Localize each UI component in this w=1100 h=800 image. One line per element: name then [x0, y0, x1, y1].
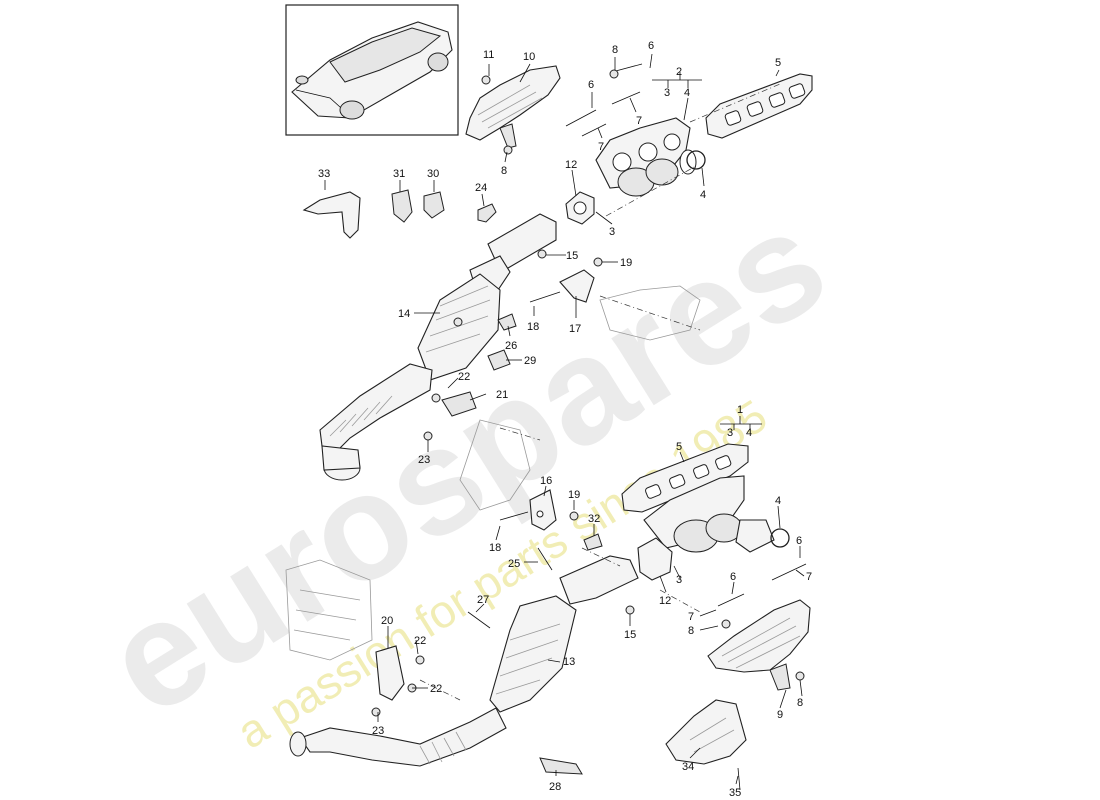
callout-33: 33: [318, 168, 330, 180]
heat-shield-upper: [465, 65, 561, 149]
callout-7: 7: [806, 571, 812, 583]
callout-32: 32: [588, 513, 600, 525]
callout-23: 23: [372, 725, 384, 737]
callout-20: 20: [381, 615, 393, 627]
callout-3: 3: [609, 226, 615, 238]
callout-4: 4: [700, 189, 706, 201]
manifold-gasket-lower: [621, 443, 749, 513]
callout-13: 13: [563, 656, 575, 668]
callout-3: 3: [664, 87, 670, 99]
callout-35: 35: [729, 787, 741, 799]
callout-7: 7: [688, 611, 694, 623]
callout-10: 10: [523, 51, 535, 63]
callout-30: 30: [427, 168, 439, 180]
callout-1: 1: [737, 404, 743, 416]
callout-19: 19: [568, 489, 580, 501]
dash-lines: [419, 83, 781, 701]
callout-6: 6: [730, 571, 736, 583]
callout-9: 9: [777, 709, 783, 721]
callout-6: 6: [648, 40, 654, 52]
callout-19: 19: [620, 257, 632, 269]
callout-27: 27: [477, 594, 489, 606]
callout-7: 7: [636, 115, 642, 127]
callout-15: 15: [566, 250, 578, 262]
small-brackets: [302, 189, 497, 239]
catalytic-converter-lower: [289, 555, 639, 767]
callout-21: 21: [496, 389, 508, 401]
callout-3: 3: [676, 574, 682, 586]
engine-outline-sketch: [285, 285, 701, 661]
callout-17: 17: [569, 323, 581, 335]
callout-6: 6: [796, 535, 802, 547]
callout-4: 4: [775, 495, 781, 507]
vehicle-thumbnail: [285, 4, 459, 136]
callout-5: 5: [775, 57, 781, 69]
callout-4: 4: [684, 87, 690, 99]
callout-2: 2: [676, 66, 682, 78]
underbody-cover: [539, 699, 747, 791]
callout-29: 29: [524, 355, 536, 367]
callout-14: 14: [398, 308, 410, 320]
callout-3: 3: [727, 427, 733, 439]
callout-31: 31: [393, 168, 405, 180]
callout-12: 12: [565, 159, 577, 171]
callout-5: 5: [676, 441, 682, 453]
manifold-gasket-upper: [705, 73, 813, 139]
callout-23: 23: [418, 454, 430, 466]
callout-8: 8: [501, 165, 507, 177]
callout-18: 18: [527, 321, 539, 333]
callout-15: 15: [624, 629, 636, 641]
callout-25: 25: [508, 558, 520, 570]
callout-16: 16: [540, 475, 552, 487]
manifold-studs-upper: [481, 63, 643, 155]
bracket-lower: [467, 489, 603, 629]
callout-6: 6: [588, 79, 594, 91]
bracket-upper: [423, 249, 603, 441]
callout-8: 8: [797, 697, 803, 709]
manifold-studs-lower: [717, 563, 807, 629]
callout-4: 4: [746, 427, 752, 439]
callout-11: 11: [483, 49, 494, 61]
callout-22: 22: [414, 635, 426, 647]
callout-22: 22: [430, 683, 442, 695]
callout-12: 12: [659, 595, 671, 607]
callout-22: 22: [458, 371, 470, 383]
callout-labels: 11 10 8 6 2 3 4 5 6 7 7 8 4 33 31 30 24 …: [318, 40, 812, 799]
callout-8: 8: [688, 625, 694, 637]
catalytic-converter-upper: [319, 213, 557, 481]
flange-gasket-upper: [565, 191, 595, 225]
callout-8: 8: [612, 44, 618, 56]
callout-7: 7: [598, 141, 604, 153]
exhaust-manifold-turbo-upper: [595, 117, 706, 197]
exhaust-manifold-turbo-lower: [637, 475, 790, 581]
callout-26: 26: [505, 340, 517, 352]
callout-18: 18: [489, 542, 501, 554]
callout-24: 24: [475, 182, 487, 194]
callout-28: 28: [549, 781, 561, 793]
leader-lines: [324, 53, 805, 785]
callout-34: 34: [682, 761, 694, 773]
heat-shield-lower: [707, 599, 811, 691]
